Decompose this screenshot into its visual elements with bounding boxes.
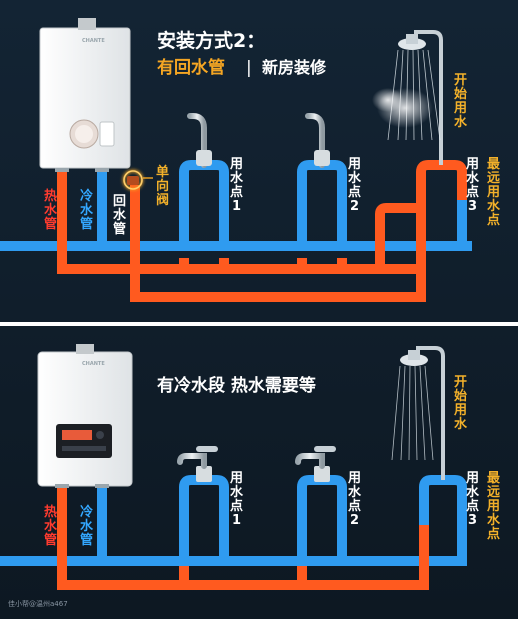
bottom-label-hot-pipe: 热水管 [44, 505, 58, 549]
top-faucet-2 [305, 113, 330, 168]
top-hot-main-pipe [57, 264, 417, 274]
top-subtitle-highlight: 有回水管 [157, 58, 225, 78]
top-check-valve-icon [122, 169, 144, 191]
top-cold-riser [97, 170, 107, 250]
bottom-label-start-water: 开始用水 [454, 375, 468, 433]
bottom-label-farthest: 最远用水点 [487, 471, 501, 543]
top-title: 安装方式2： [157, 30, 266, 52]
bottom-cold-riser [97, 485, 107, 565]
top-return-riser [130, 185, 140, 302]
top-return-right-riser [416, 208, 426, 302]
bottom-label-point3: 用水点3 [466, 471, 480, 529]
top-return-pipe [130, 292, 426, 302]
top-label-farthest: 最远用水点 [487, 157, 501, 229]
top-faucet-1 [187, 113, 212, 168]
bottom-panel-graphics [0, 344, 467, 590]
top-label-point2: 用水点2 [348, 157, 362, 215]
bottom-label-point2: 用水点2 [348, 471, 362, 529]
bottom-label-cold-pipe: 冷水管 [80, 505, 94, 549]
top-label-hot-pipe: 热水管 [44, 189, 58, 233]
bottom-heater-brand: CHANTE [82, 361, 105, 367]
top-label-cold-pipe: 冷水管 [80, 189, 94, 233]
top-point3-hot-feed [375, 203, 416, 269]
bottom-hot-right-riser [419, 525, 429, 590]
bottom-headline: 有冷水段 热水需要等 [157, 376, 316, 396]
top-subtitle-separator: | [246, 58, 252, 78]
bottom-water-heater [37, 344, 133, 488]
top-hot-riser [57, 170, 67, 268]
panel-divider [0, 322, 518, 326]
top-heater-brand: CHANTE [82, 38, 105, 44]
top-label-return-pipe: 回水管 [113, 194, 127, 238]
top-label-point3: 用水点3 [466, 157, 480, 215]
top-panel-graphics [0, 18, 472, 302]
bottom-cold-main-pipe [0, 556, 462, 566]
watermark: 佳小帮@温州a467 [8, 600, 68, 608]
bottom-shower-icon [391, 346, 445, 480]
bottom-label-point1: 用水点1 [230, 471, 244, 529]
top-shower-icon [372, 30, 443, 165]
top-label-point1: 用水点1 [230, 157, 244, 215]
bottom-hot-main-pipe [57, 580, 429, 590]
bottom-faucet-2 [295, 446, 336, 482]
top-water-heater [39, 18, 131, 172]
top-label-check-valve: 单向阀 [156, 165, 170, 209]
top-cold-main-pipe [0, 241, 472, 251]
top-subtitle-rest: 新房装修 [262, 58, 327, 77]
bottom-hot-riser [57, 485, 67, 590]
bottom-faucet-1 [177, 446, 218, 482]
top-label-start-water: 开始用水 [454, 73, 468, 131]
